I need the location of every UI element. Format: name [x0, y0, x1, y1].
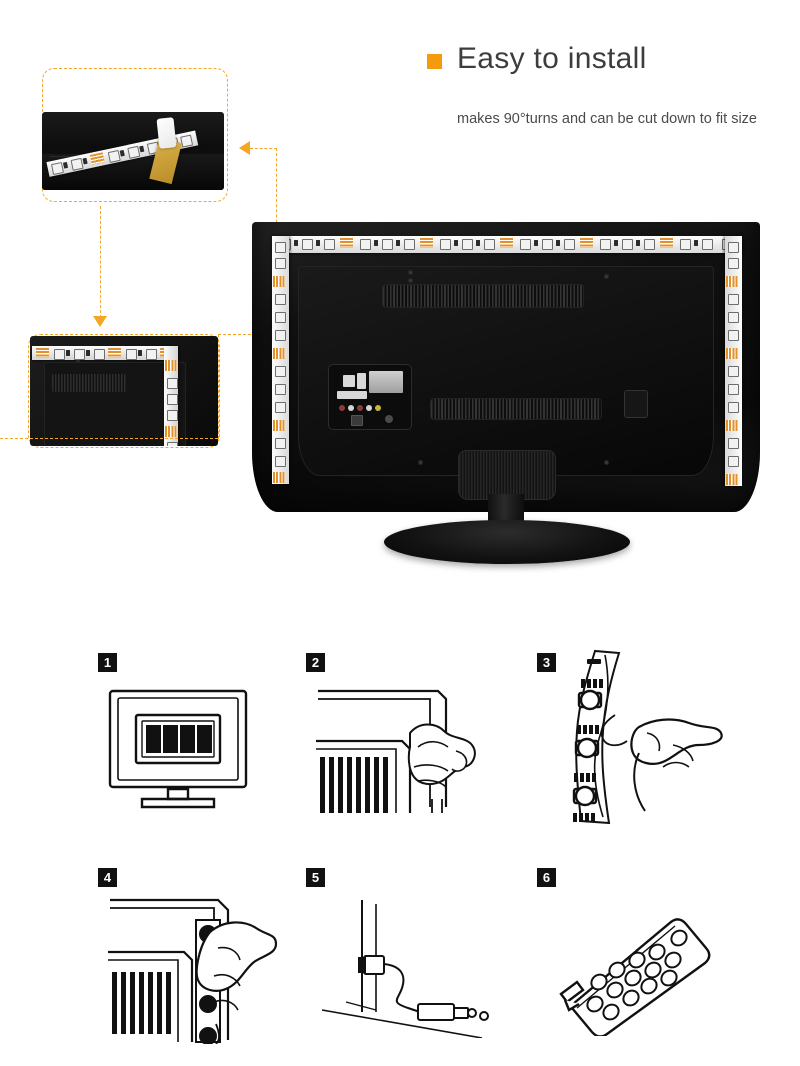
tv-stand-mount [458, 450, 556, 500]
inset-2-photo [30, 336, 218, 446]
step-1-illustration [102, 685, 262, 815]
step-2-illustration [306, 681, 481, 816]
tv-stand-base [384, 520, 630, 564]
step-number-badge: 5 [306, 868, 325, 887]
step-number-badge: 2 [306, 653, 325, 672]
step-4-illustration [98, 894, 278, 1044]
tv-port-panel [328, 364, 412, 430]
screw-hole [408, 278, 413, 283]
arrow-down-icon [93, 316, 107, 327]
screw-hole [408, 270, 413, 275]
screw-hole [76, 358, 80, 362]
connector-line-to-tv [218, 334, 276, 335]
connector-up-line [276, 148, 277, 238]
tv-vent-upper [382, 284, 584, 308]
screw-hole [418, 460, 423, 465]
step-number-badge: 6 [537, 868, 556, 887]
step-number-badge: 4 [98, 868, 117, 887]
subtitle-text: makes 90°turns and can be cut down to fi… [457, 111, 757, 127]
connector-line-from-tv-v [218, 334, 219, 439]
led-strip-vertical [164, 346, 178, 446]
inset-corner-turn-detail [30, 336, 218, 446]
main-tv-photo [252, 222, 760, 564]
led-strip-horizontal [32, 346, 178, 360]
led-strip-right [725, 236, 742, 486]
arrow-left-icon [239, 141, 250, 155]
led-strip-left [272, 236, 289, 484]
page-title: Easy to install [457, 42, 647, 75]
tv-vent-lower [430, 398, 602, 420]
screw-hole [604, 460, 609, 465]
screw-hole [604, 274, 609, 279]
step-3-illustration [543, 649, 723, 824]
led-strip-lifting [46, 117, 208, 188]
connector-down-line [100, 206, 101, 318]
tv-power-button-housing [624, 390, 648, 418]
step-6-illustration [551, 916, 741, 1036]
inset-adhesive-backing-detail [42, 68, 224, 198]
step-number-badge: 3 [537, 653, 556, 672]
led-strip-top [272, 236, 742, 253]
tv-vent-grille [52, 374, 126, 392]
peeled-liner [156, 117, 177, 149]
connector-line-from-tv-h [0, 438, 218, 439]
bullet-square-icon [427, 53, 442, 69]
headline-group: Easy to install [427, 42, 647, 76]
spec-label-sticker [369, 371, 403, 393]
inset-2-dashed-frame [28, 334, 220, 448]
step-number-badge: 1 [98, 653, 117, 672]
connector-left-line [250, 148, 277, 149]
tv-rear-body [252, 222, 760, 512]
step-5-illustration [306, 898, 496, 1038]
